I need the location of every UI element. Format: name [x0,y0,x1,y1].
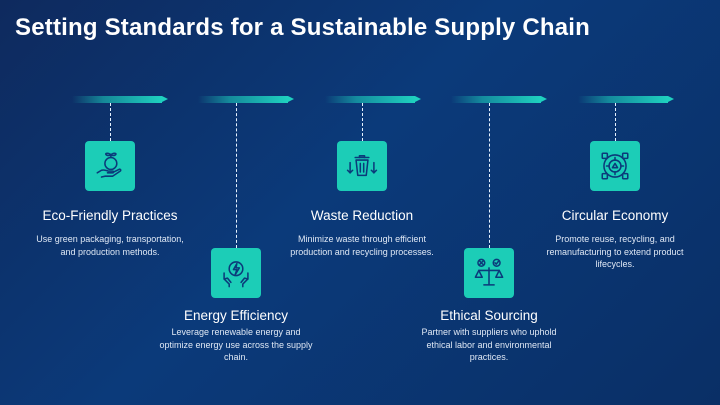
timeline-arrow-5 [578,96,674,103]
step-3-title: Waste Reduction [310,208,414,223]
step-3-icon-box [337,141,387,191]
step-2-description: Leverage renewable energy and optimize e… [159,327,313,362]
timeline-arrow-2 [198,96,294,103]
connector-3 [362,103,363,141]
step-5-icon-box [590,141,640,191]
timeline-arrow-1 [72,96,168,103]
circular-economy-icon [601,152,629,180]
step-2-title: Energy Efficiency [183,308,289,323]
step-4-icon-box [464,248,514,298]
step-4-description: Partner with suppliers who uphold ethica… [421,327,557,362]
slide-title: Setting Standards for a Sustainable Supp… [15,14,591,41]
step-5-description: Promote reuse, recycling, and remanufact… [546,234,684,269]
step-1-icon-box [85,141,135,191]
eco-hand-plant-icon [96,152,122,178]
balance-scale-icon [474,258,504,286]
step-1-description: Use green packaging, transportation, and… [36,234,184,257]
connector-2 [236,103,237,248]
step-1-title: Eco-Friendly Practices [42,208,178,223]
step-2-icon-box [211,248,261,298]
connector-1 [110,103,111,141]
step-5-title: Circular Economy [561,208,669,223]
timeline-arrow-4 [451,96,547,103]
timeline-arrow-3 [325,96,421,103]
connector-5 [615,103,616,141]
connector-4 [489,103,490,248]
step-4-title: Ethical Sourcing [440,308,538,323]
recycle-bin-icon [346,155,378,177]
step-3-description: Minimize waste through efficient product… [290,234,434,257]
energy-hands-bolt-icon [223,261,249,288]
